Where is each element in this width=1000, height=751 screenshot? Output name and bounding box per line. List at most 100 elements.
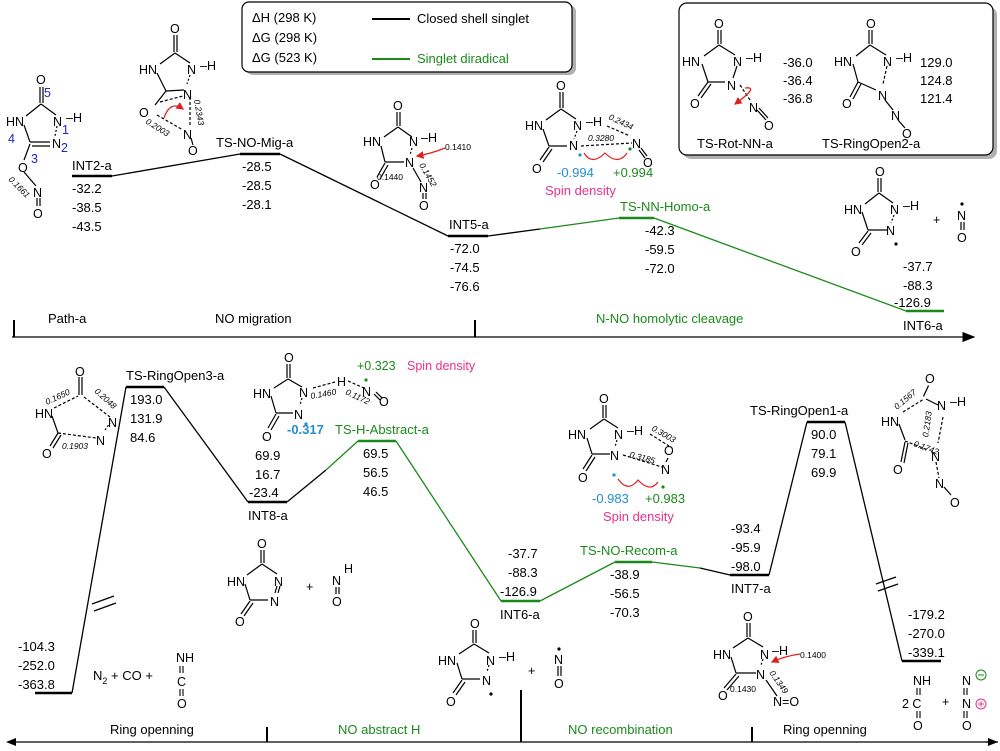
ts-ringopen2-value-1: 124.8: [920, 73, 953, 88]
2hnco-n2o-value-0: -179.2: [908, 607, 945, 622]
svg-text:N: N: [183, 128, 192, 142]
2hnco-n2o-value-1: -270.0: [908, 626, 945, 641]
products-n2-co: N2 + CO +: [93, 668, 153, 686]
ts-ro1-bond-0: 0.1567: [892, 387, 919, 412]
ts-mig-bond-1: 0.2003: [144, 116, 172, 138]
svg-text:O: O: [957, 231, 967, 245]
svg-text:N: N: [482, 674, 491, 688]
svg-text:N=O: N=O: [773, 695, 799, 709]
svg-text:O: O: [177, 697, 187, 711]
state-label-ts-ringopen3-a: TS-RingOpen3-a: [126, 368, 225, 383]
inset-box: O HN N –H N O N O -36.0 -36.4 -36.8 TS-R…: [678, 2, 997, 159]
n2-co-hnco-value-0: -104.3: [18, 639, 55, 654]
section-no-abstract-h: NO abstract H: [338, 722, 420, 737]
triazoledione-hno-structure: [240, 550, 340, 617]
svg-text:N: N: [935, 477, 944, 491]
int5-a-value-1: -74.5: [450, 260, 480, 275]
svg-text:2 C: 2 C: [902, 697, 921, 711]
svg-text:O: O: [714, 17, 724, 31]
ts-no-mig-a-value-0: -28.5: [242, 159, 272, 174]
svg-text:O: O: [554, 677, 564, 691]
svg-text:HN: HN: [844, 203, 862, 217]
svg-text:+: +: [306, 580, 313, 594]
ts-no-mig-a-value-1: -28.5: [242, 178, 272, 193]
negative-charge-icon: [975, 669, 987, 681]
atom-number-1: 1: [62, 123, 69, 137]
ts-ringopen1-a-value-2: 69.9: [811, 465, 836, 480]
ts-ro1-bond-1: 0.2183: [920, 410, 934, 437]
legend-row-dh298: ΔH (298 K): [252, 10, 316, 25]
svg-text:N: N: [53, 115, 62, 129]
svg-text:N: N: [299, 386, 308, 400]
svg-text:–H: –H: [200, 59, 216, 73]
int2-a-value-2: -43.5: [72, 219, 102, 234]
ts-homo-spin-positive: +0.994: [613, 165, 653, 180]
int8-a-value-2: -23.4: [249, 485, 279, 500]
svg-text:N: N: [294, 408, 303, 422]
int7-arrow-icon: [770, 653, 801, 663]
ts-ringopen2-value-2: 121.4: [920, 91, 953, 106]
svg-text:O: O: [370, 178, 380, 192]
svg-text:O: O: [36, 73, 46, 87]
ts-ringopen3-a-value-2: 84.6: [130, 430, 155, 445]
svg-text:O: O: [962, 719, 972, 733]
electron-arrows-icon: [617, 478, 659, 488]
ts-ringopen2-label: TS-RingOpen2-a: [822, 136, 921, 151]
radical-dot-icon: [628, 147, 632, 151]
ts-no-mig-a-value-2: -28.1: [242, 197, 272, 212]
ts-no-recom-a-value-0: -38.9: [610, 567, 640, 582]
svg-text:N: N: [96, 434, 105, 448]
ts-recom-bond-0: 0.3003: [650, 423, 678, 445]
state-label-ts-ringopen1-a: TS-RingOpen1-a: [750, 403, 849, 418]
svg-text:N: N: [187, 63, 196, 77]
svg-text:HN: HN: [35, 407, 53, 421]
svg-text:O: O: [75, 365, 85, 379]
svg-text:N: N: [270, 595, 279, 609]
svg-text:O: O: [851, 245, 861, 259]
svg-text:N: N: [274, 575, 283, 589]
svg-text:N: N: [332, 574, 341, 588]
svg-text:HN: HN: [568, 428, 586, 442]
ts-no-recom-structure: [582, 405, 670, 472]
int5-arrow-icon: [415, 147, 446, 159]
svg-text:O: O: [718, 689, 728, 703]
ts-no-recom-a-value-2: -70.3: [610, 605, 640, 620]
ts-ringopen1-structure: [898, 385, 952, 496]
svg-text:–H: –H: [772, 644, 788, 658]
svg-text:–H: –H: [746, 51, 762, 65]
svg-text:O: O: [842, 97, 852, 111]
ts-ringopen3-a-value-1: 131.9: [130, 411, 163, 426]
migration-arrow-icon: [163, 102, 185, 119]
ts-habs-spin-negative: -0.317: [287, 422, 324, 437]
svg-text:NH: NH: [176, 651, 194, 665]
ts-h-abstract-structure: [267, 364, 383, 431]
section-ring-opening-right: Ring openning: [783, 722, 867, 737]
svg-text:O: O: [470, 617, 480, 631]
svg-text:N: N: [931, 450, 940, 464]
svg-text:O: O: [743, 610, 753, 624]
atom-number-3: 3: [31, 152, 38, 166]
svg-text:N: N: [405, 156, 414, 170]
svg-text:N: N: [614, 428, 623, 442]
ts-ringopen3-a-value-0: 193.0: [130, 392, 163, 407]
svg-text:N: N: [749, 101, 758, 115]
svg-text:O: O: [446, 695, 456, 709]
svg-text:O: O: [690, 97, 700, 111]
svg-text:N: N: [661, 463, 670, 477]
svg-text:N: N: [962, 674, 971, 688]
ts-ro3-bond-2: 0.1903: [62, 441, 88, 451]
ts-recom-bond-1: 0.3185: [628, 449, 656, 465]
svg-text:N: N: [632, 137, 641, 151]
int7-a-value-0: -93.4: [731, 521, 761, 536]
svg-text:HN: HN: [713, 648, 731, 662]
ts-nn-homo-a-value-0: -42.3: [645, 223, 675, 238]
ts-ringopen1-a-value-1: 79.1: [811, 446, 836, 461]
svg-text:NH: NH: [913, 674, 931, 688]
arrow-left-icon: [6, 738, 16, 746]
svg-text:O: O: [764, 119, 774, 133]
svg-text:N: N: [52, 137, 61, 151]
int2-bond-length: 0.1661: [7, 174, 33, 200]
section-no-migration: NO migration: [215, 311, 292, 326]
state-label-int6-a-bottom: INT6-a: [500, 607, 541, 622]
svg-text:H: H: [337, 375, 346, 389]
